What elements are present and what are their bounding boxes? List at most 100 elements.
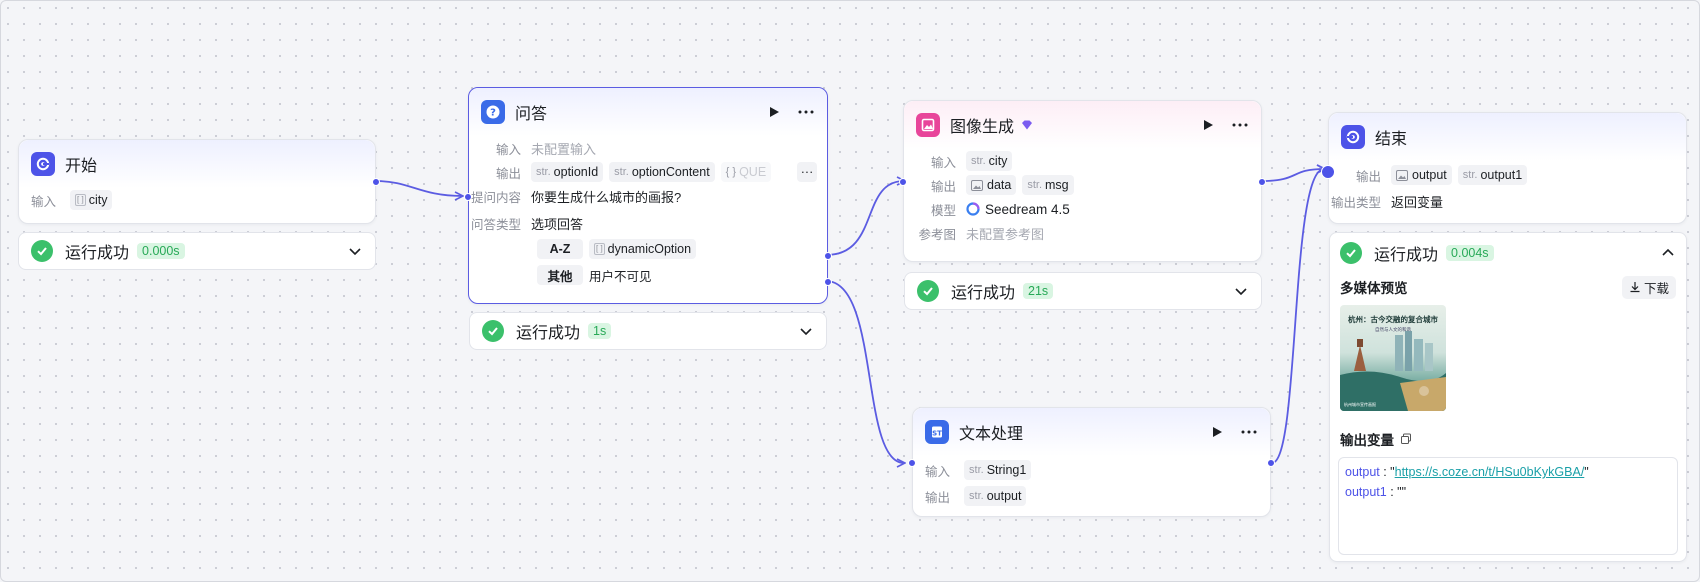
output-var-data: data — [966, 175, 1017, 195]
text-process-input-port[interactable] — [908, 459, 916, 467]
list-type-icon: [ ] — [594, 243, 605, 255]
qa-status-bar[interactable]: 运行成功 1s — [469, 312, 827, 350]
image-gen-output-port[interactable] — [1258, 178, 1266, 186]
start-icon — [31, 152, 55, 176]
premium-diamond-icon — [1022, 120, 1033, 130]
chevron-up-icon[interactable] — [1660, 245, 1676, 261]
start-output-port[interactable] — [372, 178, 380, 186]
input-label: 输入 — [495, 142, 521, 157]
status-text: 运行成功 — [516, 325, 581, 342]
question-text: 你要生成什么城市的画报? — [531, 189, 682, 205]
option-key-other: 其他 — [537, 265, 583, 285]
end-node-header: 结束 — [1329, 113, 1686, 161]
output-type-value: 返回变量 — [1391, 194, 1444, 210]
output-var-optionContent: str.optionContent — [609, 162, 715, 182]
qa-input-port[interactable] — [464, 193, 472, 201]
output-type-label: 输出类型 — [1330, 195, 1381, 210]
output-label: 输出 — [1355, 169, 1381, 184]
end-icon — [1341, 125, 1365, 149]
image-gen-title: 图像生成 — [950, 119, 1015, 136]
output-var-msg: str.msg — [1022, 175, 1074, 195]
chevron-down-icon[interactable] — [347, 243, 363, 259]
run-icon[interactable] — [1208, 423, 1226, 441]
question-icon: ? — [481, 100, 505, 124]
run-time-badge: 1s — [588, 323, 612, 339]
type-label: 问答类型 — [470, 217, 521, 232]
success-check-icon — [917, 280, 939, 302]
image-gen-input-port[interactable] — [899, 178, 907, 186]
image-gen-header: 图像生成 — [904, 101, 1261, 149]
edge-qa-text — [825, 280, 904, 463]
output-var-que: { }QUE — [720, 162, 772, 182]
output-line-2: output1 : "" — [1345, 485, 1407, 499]
edge-start-qa — [375, 180, 462, 196]
qa-node[interactable]: ? 问答 输入未配置输入 输出 str.optionId str.optionC… — [464, 87, 832, 304]
object-type-icon: { } — [725, 166, 737, 178]
image-type-icon — [971, 179, 983, 191]
list-type-icon: [ ] — [75, 194, 86, 206]
output-url-link[interactable]: https://s.coze.cn/t/HSu0bKykGBA/ — [1394, 465, 1585, 479]
chevron-down-icon[interactable] — [1233, 283, 1249, 299]
output-label: 输出 — [930, 179, 956, 194]
more-icon[interactable] — [1240, 423, 1258, 441]
image-gen-status-bar[interactable]: 运行成功 21s — [904, 272, 1262, 310]
text-process-icon: ST — [925, 420, 949, 444]
ref-value: 未配置参考图 — [966, 226, 1045, 242]
input-var-city: [ ]city — [70, 190, 113, 210]
success-check-icon — [1340, 242, 1362, 264]
poster-subtitle: 自然与人文的和谐 — [1375, 327, 1411, 332]
seedream-model-icon — [966, 202, 980, 216]
download-icon — [1630, 282, 1640, 293]
status-text: 运行成功 — [1374, 247, 1439, 264]
qa-option-port-1[interactable] — [824, 252, 832, 260]
text-process-title: 文本处理 — [959, 426, 1024, 443]
svg-text:?: ? — [490, 108, 496, 119]
edge-text-end — [1271, 169, 1324, 464]
edge-qa-img — [825, 181, 904, 256]
run-time-badge: 21s — [1023, 283, 1054, 299]
start-status-bar[interactable]: 运行成功 0.000s — [18, 232, 376, 270]
qa-option-port-2[interactable] — [824, 278, 832, 286]
chevron-down-icon[interactable] — [798, 323, 814, 339]
start-node-header: 开始 — [19, 140, 375, 188]
input-label: 输入 — [31, 194, 57, 209]
poster-art — [1340, 331, 1446, 411]
more-icon[interactable] — [1231, 116, 1249, 134]
output-vars-label: 输出变量 — [1340, 433, 1394, 448]
more-icon[interactable] — [797, 103, 815, 121]
output-label: 输出 — [925, 490, 951, 505]
status-text: 运行成功 — [951, 285, 1016, 302]
start-node[interactable]: 开始 输入 [ ]city — [18, 139, 380, 224]
output-vars-box: output : "https://s.coze.cn/t/HSu0bKykGB… — [1338, 457, 1678, 555]
success-check-icon — [482, 320, 504, 342]
qa-node-header: ? 问答 — [469, 88, 827, 136]
media-preview-label: 多媒体预览 — [1340, 281, 1408, 296]
success-check-icon — [31, 240, 53, 262]
option-key-az: A-Z — [537, 239, 583, 259]
more-outputs-button[interactable]: ··· — [797, 162, 817, 182]
download-button[interactable]: 下载 — [1621, 275, 1676, 299]
copy-icon[interactable] — [1400, 433, 1412, 445]
output-line-1: output : "https://s.coze.cn/t/HSu0bKykGB… — [1345, 465, 1589, 479]
run-icon[interactable] — [765, 103, 783, 121]
text-process-output-port[interactable] — [1267, 459, 1275, 467]
poster-thumbnail[interactable]: 杭州：古今交融的复合城市 自然与人文的和谐 杭州城市宣传画报 — [1340, 305, 1446, 411]
question-label: 提问内容 — [470, 190, 521, 205]
poster-title: 杭州：古今交融的复合城市 — [1348, 315, 1438, 324]
option-dynamic: [ ]dynamicOption — [589, 239, 697, 259]
image-type-icon — [1396, 169, 1408, 181]
output-label: 输出 — [495, 166, 521, 181]
poster-footer: 杭州城市宣传画报 — [1344, 402, 1376, 407]
input-label: 输入 — [930, 155, 956, 170]
option-other-value: 用户不可见 — [589, 269, 652, 284]
model-label: 模型 — [930, 203, 956, 218]
end-result-panel: 运行成功 0.004s 多媒体预览 下载 杭州：古今交融的复合城市 自然与人文的… — [1329, 232, 1687, 562]
run-icon[interactable] — [1199, 116, 1217, 134]
run-time-badge: 0.004s — [1446, 245, 1494, 261]
end-input-port[interactable] — [1321, 165, 1335, 179]
end-node[interactable]: 结束 输出 output str.output1 输出类型返回变量 — [1321, 112, 1687, 224]
status-text: 运行成功 — [65, 245, 130, 262]
